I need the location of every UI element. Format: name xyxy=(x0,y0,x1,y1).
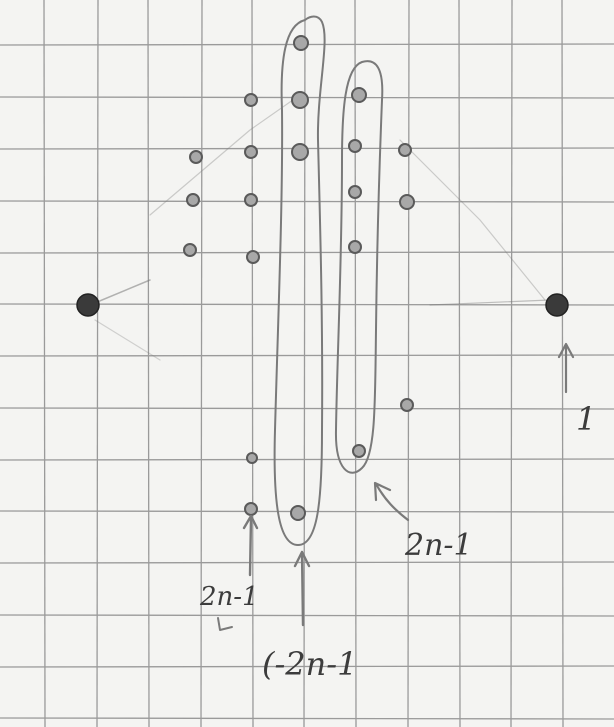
grid-line-vertical xyxy=(304,0,305,727)
left-column-label-mark xyxy=(218,618,232,630)
right-vertex-label: 1 xyxy=(576,400,596,438)
lattice-dot xyxy=(399,144,411,156)
lattice-dot xyxy=(353,445,365,457)
right-loop-label: 2n-1 xyxy=(404,528,473,563)
middle-loop-arrow xyxy=(295,552,309,625)
left-column-arrow xyxy=(244,516,257,575)
left-vertex-dot xyxy=(77,294,99,316)
right-loop-arrow xyxy=(375,483,408,520)
lattice-dot xyxy=(247,251,259,263)
grid-line-vertical xyxy=(408,0,409,727)
grid-line-horizontal xyxy=(0,511,614,512)
middle-loop-label: (-2n-1 xyxy=(262,645,357,683)
grid-line-horizontal xyxy=(0,201,614,202)
grid-line-vertical xyxy=(44,0,45,727)
lattice-dot xyxy=(245,146,257,158)
grid-line-vertical xyxy=(97,0,98,727)
grid-line-horizontal xyxy=(0,459,614,460)
lattice-dot xyxy=(184,244,196,256)
grid-line-vertical xyxy=(148,0,149,727)
construction-line xyxy=(400,140,545,300)
grid-line-horizontal xyxy=(0,615,614,616)
lattice-dot xyxy=(190,151,202,163)
grid-line-horizontal xyxy=(0,408,614,409)
lattice-dot xyxy=(400,195,414,209)
grid-line-vertical xyxy=(355,0,356,727)
right-column-loop xyxy=(336,61,382,473)
labels: 1 2n-1 (-2n-1 2n-1 xyxy=(199,400,596,683)
grid-line-vertical xyxy=(562,0,563,727)
grid-line-vertical xyxy=(252,0,253,727)
lattice-dot xyxy=(401,399,413,411)
lattice-dot xyxy=(187,194,199,206)
lattice-dot xyxy=(349,241,361,253)
grid-line-vertical xyxy=(511,0,512,727)
grid-line-vertical xyxy=(201,0,202,727)
grid-line-vertical xyxy=(459,0,460,727)
right-vertex-dot xyxy=(546,294,568,316)
grid-line-horizontal xyxy=(0,718,614,719)
lattice-dot xyxy=(349,140,361,152)
lattice-dot xyxy=(292,92,308,108)
right-vertex-arrow xyxy=(559,344,573,392)
grid-line-horizontal xyxy=(0,355,614,356)
lattice-dot xyxy=(245,94,257,106)
lattice-dot xyxy=(247,453,257,463)
construction-line xyxy=(150,95,300,215)
lattice-dot xyxy=(245,503,257,515)
lattice-dot xyxy=(294,36,308,50)
construction-line xyxy=(95,320,160,360)
lattice-dot xyxy=(245,194,257,206)
lattice-dot xyxy=(292,144,308,160)
lattice-dot xyxy=(352,88,366,102)
lattice-dot xyxy=(349,186,361,198)
lattice-dot xyxy=(291,506,305,520)
grid-line-horizontal xyxy=(0,252,614,253)
left-column-label: 2n-1 xyxy=(199,582,259,612)
